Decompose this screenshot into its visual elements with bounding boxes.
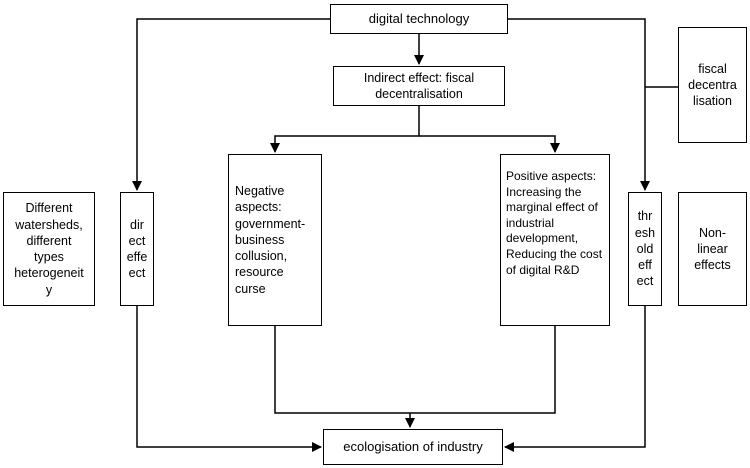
arrow-tech-to-threshold [508, 18, 650, 191]
arrow-direct-to-ecologisation [136, 306, 322, 452]
node-threshold-effect: thr esh old eff ect [628, 192, 662, 306]
arrow-tech-to-direct [132, 18, 330, 191]
node-digital-technology: digital technology [330, 4, 508, 34]
node-heterogeneity: Different watersheds, different types he… [3, 192, 95, 306]
arrow-indirect-to-negative [270, 106, 420, 153]
line-negative-to-join [274, 326, 556, 414]
node-indirect-effect: Indirect effect: fiscal decentralisation [333, 66, 505, 106]
node-negative-aspects: Negative aspects: government-business co… [228, 154, 322, 326]
node-ecologisation-of-industry: ecologisation of industry [323, 429, 503, 465]
node-fiscal-decentralisation: fiscal decentra lisation [678, 27, 747, 143]
node-direct-effect: dir ect effe ect [120, 192, 154, 306]
arrow-indirect-to-positive [419, 135, 560, 153]
arrow-threshold-to-ecologisation [504, 306, 646, 452]
node-positive-aspects: Positive aspects: Increasing the margina… [500, 154, 610, 326]
node-nonlinear-effects: Non- linear effects [678, 192, 747, 306]
